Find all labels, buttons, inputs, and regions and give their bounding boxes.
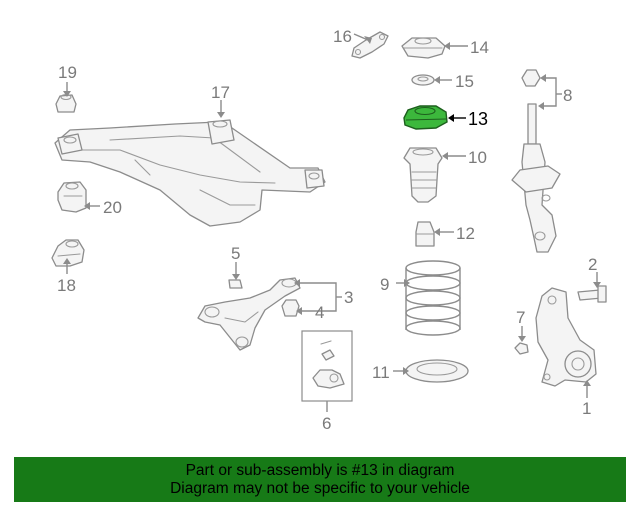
knuckle-part-1 xyxy=(535,287,597,387)
callout-12: 12 xyxy=(456,224,475,243)
callout-10: 10 xyxy=(468,148,487,167)
callout-leaders xyxy=(63,33,601,412)
callout-15: 15 xyxy=(455,72,474,91)
coil-spring-part-9 xyxy=(405,260,461,336)
callout-13: 13 xyxy=(468,109,488,129)
mount-part-18 xyxy=(51,239,85,267)
callout-4: 4 xyxy=(315,303,324,322)
strut-mount-part-14 xyxy=(401,37,446,59)
strut-part-8 xyxy=(511,69,561,253)
washer-part-15 xyxy=(411,74,435,86)
spring-seat-part-13 xyxy=(403,105,448,130)
callout-19: 19 xyxy=(58,63,77,82)
info-banner: Part or sub-assembly is #13 in diagram D… xyxy=(14,457,626,502)
bump-stop-part-12 xyxy=(415,221,435,247)
subframe-part-17 xyxy=(54,119,326,227)
callout-14: 14 xyxy=(470,38,489,57)
callout-16: 16 xyxy=(333,27,352,46)
banner-line-2: Diagram may not be specific to your vehi… xyxy=(170,480,470,497)
callout-1: 1 xyxy=(582,399,591,418)
callout-18: 18 xyxy=(57,276,76,295)
bolt-part-5 xyxy=(228,279,243,289)
bolt-part-2 xyxy=(577,285,607,303)
callout-5: 5 xyxy=(231,244,240,263)
callout-8: 8 xyxy=(563,86,572,105)
callout-7: 7 xyxy=(516,308,525,327)
mount-part-19 xyxy=(55,93,77,113)
bushing-part-4 xyxy=(281,299,300,317)
ball-joint-part-6 xyxy=(301,330,353,402)
insulator-part-11 xyxy=(405,359,469,383)
mount-part-20 xyxy=(57,181,87,213)
callout-2: 2 xyxy=(588,255,597,274)
callout-9: 9 xyxy=(380,275,389,294)
banner-line-1: Part or sub-assembly is #13 in diagram xyxy=(185,462,455,479)
nut-part-7 xyxy=(514,342,529,355)
callout-6: 6 xyxy=(322,414,331,433)
callout-11: 11 xyxy=(372,363,390,382)
parts-diagram: 19 17 20 18 5 3 4 6 16 14 15 13 10 12 9 … xyxy=(51,27,607,433)
bump-boot-part-10 xyxy=(403,147,443,203)
callout-20: 20 xyxy=(103,198,122,217)
callout-3: 3 xyxy=(344,288,353,307)
callout-17: 17 xyxy=(211,83,230,102)
bracket-part-16 xyxy=(351,31,389,59)
